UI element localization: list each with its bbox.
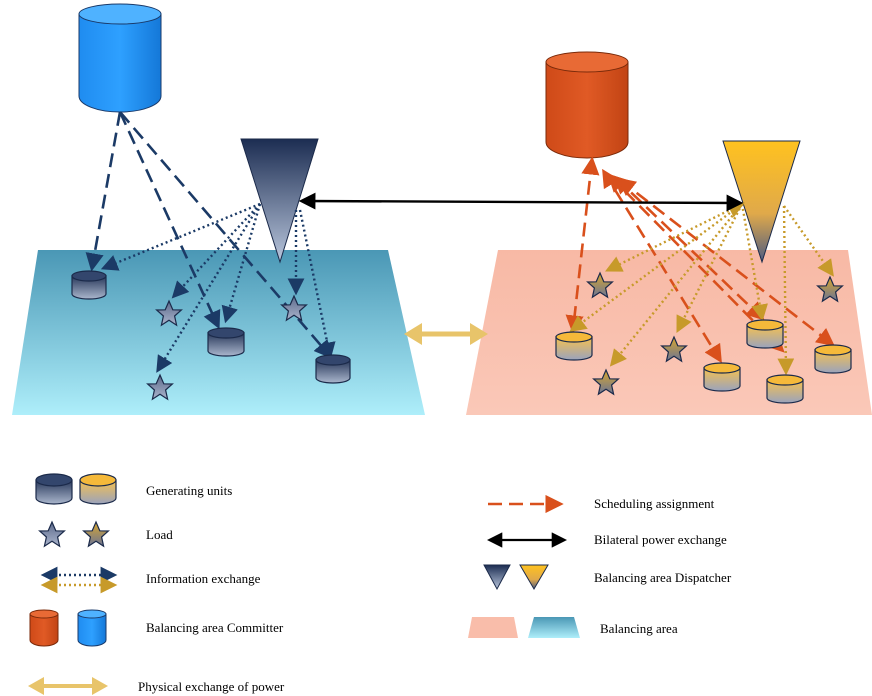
- legend-physical-exchange-icon: [28, 677, 108, 695]
- balancing-area-pink: [466, 250, 872, 415]
- legend-physical-exchange-label: Physical exchange of power: [138, 679, 285, 694]
- legend-load-icon-navy: [38, 521, 66, 547]
- legend-bilateral-label: Bilateral power exchange: [594, 532, 727, 547]
- right-information-arrows: [569, 202, 834, 376]
- legend-load-icon-gold: [82, 521, 110, 547]
- right-generator-3: [746, 319, 784, 349]
- legend-scheduling-label: Scheduling assignment: [594, 496, 715, 511]
- legend-information-exchange-label: Information exchange: [146, 571, 261, 586]
- legend-balancing-area-label: Balancing area: [600, 621, 678, 636]
- legend-committer-icon: [29, 609, 107, 647]
- right-generator-1: [555, 331, 593, 361]
- left-scheduling-arrows: [85, 111, 333, 359]
- physical-exchange-arrow: [404, 323, 488, 345]
- left-generator-3: [315, 354, 351, 384]
- legend-load-label: Load: [146, 527, 173, 542]
- legend-information-exchange-icon: [40, 566, 118, 594]
- legend-committer-label: Balancing area Committer: [146, 620, 284, 635]
- left-generator-1: [71, 270, 107, 300]
- legend-generating-units-icon: [35, 473, 117, 505]
- committer-blue-cylinder: [78, 3, 162, 113]
- left-information-arrows: [100, 202, 336, 373]
- committer-orange-cylinder: [545, 51, 629, 159]
- legend-generating-units-label: Generating units: [146, 483, 232, 498]
- right-generator-2: [703, 362, 741, 392]
- dispatcher-gold-triangle: [722, 140, 801, 264]
- legend-dispatcher-icon: [483, 564, 549, 591]
- right-generator-4: [766, 374, 804, 404]
- bilateral-exchange-arrow: [298, 192, 744, 212]
- legend-dispatcher-label: Balancing area Dispatcher: [594, 570, 732, 585]
- right-generator-5: [814, 344, 852, 374]
- left-generator-2: [207, 327, 245, 357]
- legend-balancing-area-icon: [468, 617, 580, 638]
